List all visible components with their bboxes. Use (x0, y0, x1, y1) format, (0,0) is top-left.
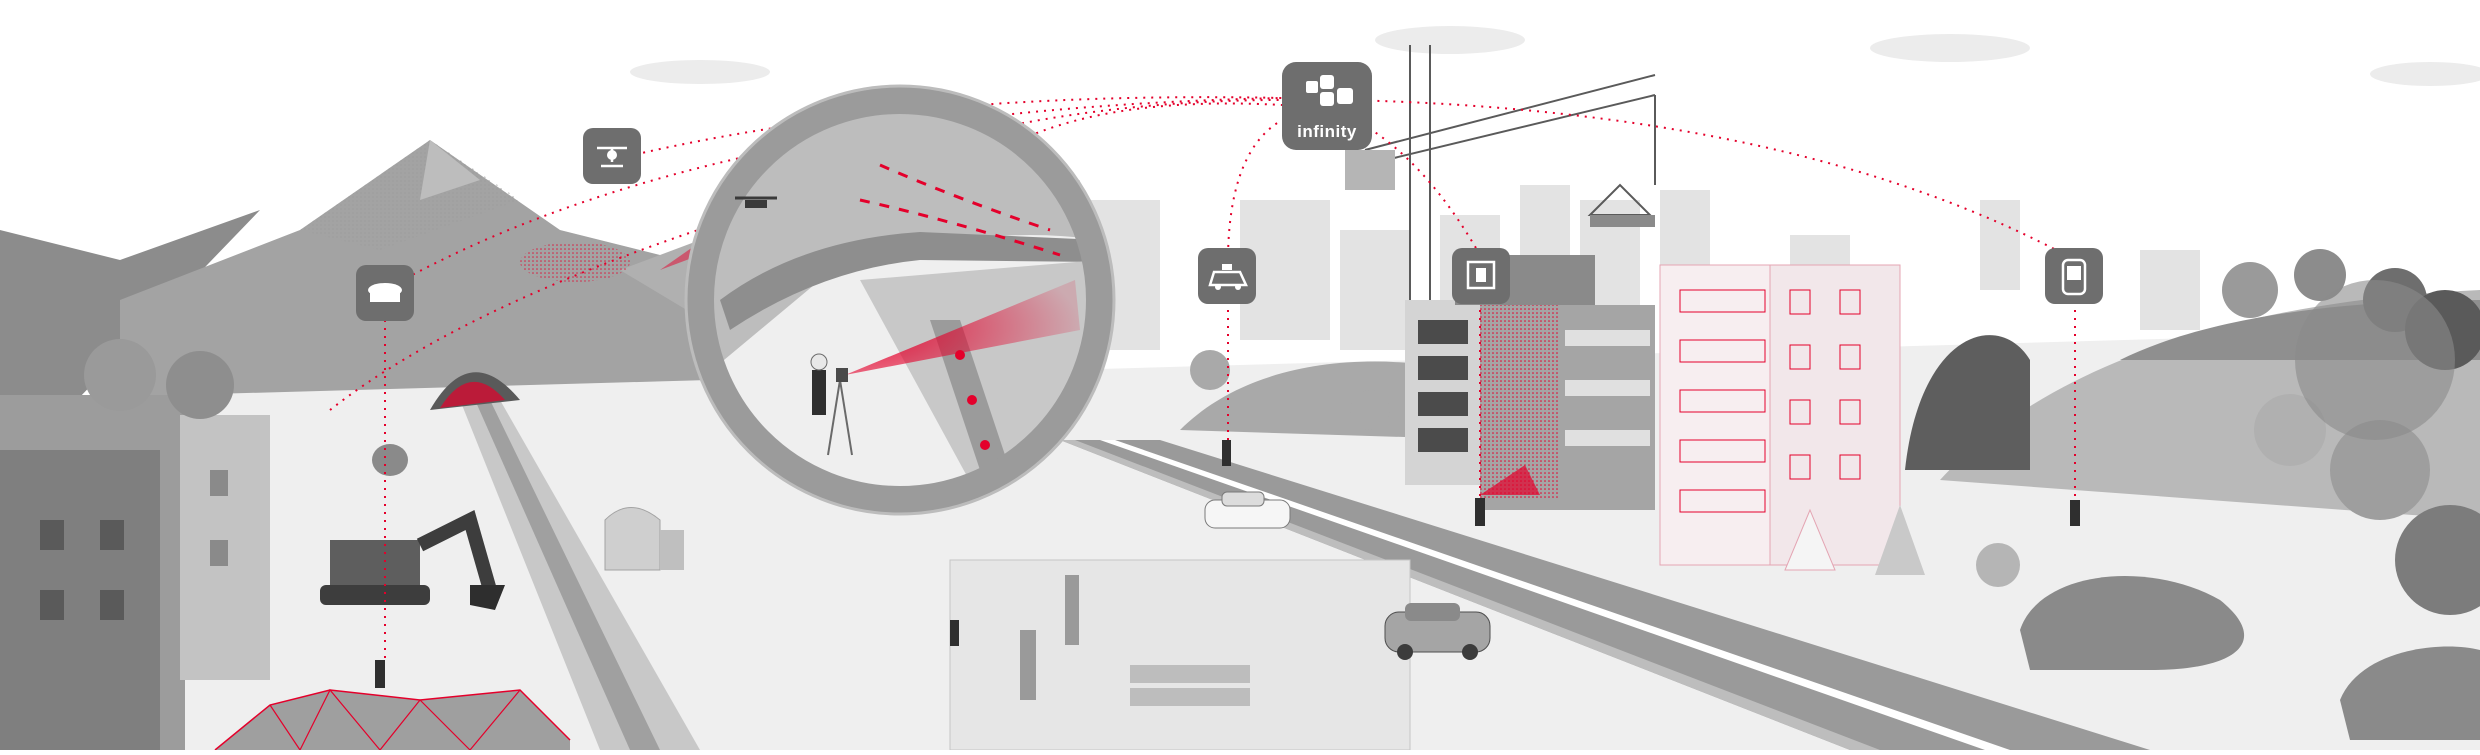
field-surveyors (375, 440, 2080, 688)
tower-crane (1345, 45, 1656, 300)
drone (735, 196, 777, 208)
apartment-building (1659, 264, 1925, 575)
clouds (630, 26, 2480, 86)
handheld-controller-device-icon[interactable] (2045, 248, 2103, 304)
railway (460, 400, 700, 750)
construction-site (949, 559, 1411, 751)
dark-bush (1905, 335, 2030, 470)
infinity-hub[interactable]: infinity (1282, 62, 1372, 150)
infinity-software-icon (1306, 75, 1353, 106)
mobile-mapping-car-device-icon[interactable] (1198, 248, 1256, 304)
tunnel-portal (430, 372, 520, 410)
hub-label: infinity (1297, 122, 1357, 141)
excavator (320, 444, 505, 610)
bus-stop (604, 507, 684, 571)
total-station-device-icon[interactable] (1452, 248, 1510, 304)
trees (84, 249, 2480, 740)
cars (1204, 491, 1491, 660)
gnss-receiver-device-icon[interactable] (356, 265, 414, 321)
drone-device-icon[interactable] (583, 128, 641, 184)
tunnel-magnifier-lens (684, 84, 1116, 516)
left-buildings (0, 395, 270, 750)
